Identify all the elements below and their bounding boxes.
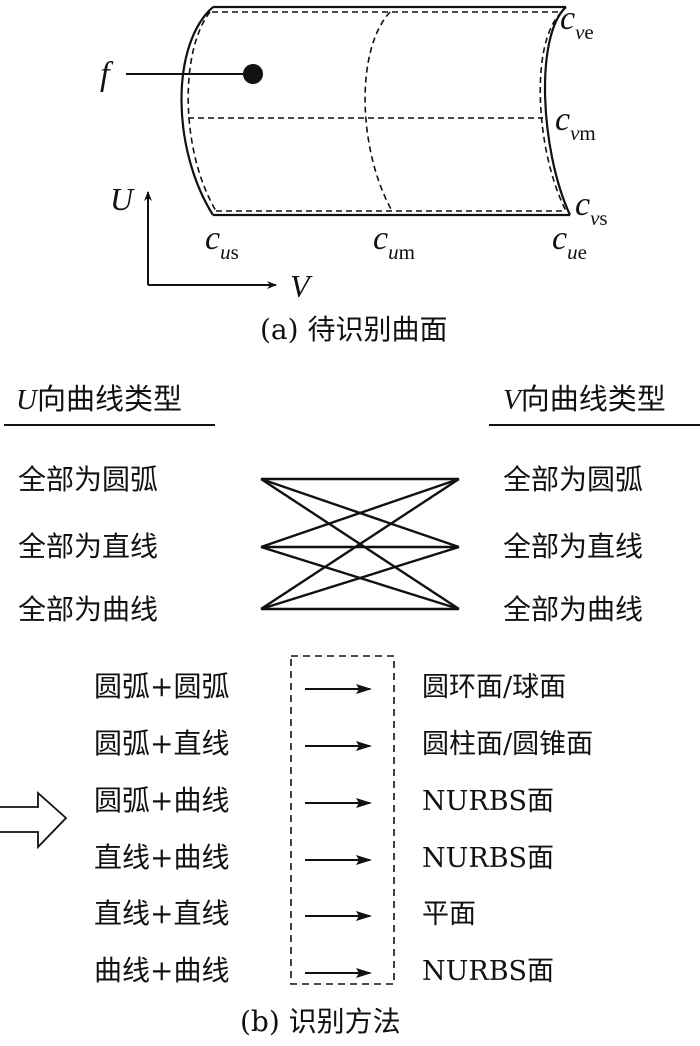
right-header: V向曲线类型 <box>503 382 666 416</box>
combination-result: NURBS面 <box>422 956 555 987</box>
right-arrow-icon <box>356 911 372 921</box>
caption-b: (b) 识别方法 <box>240 1005 401 1038</box>
curve-cus <box>187 11 217 212</box>
left-header-underline <box>4 424 215 426</box>
type-pair-edge <box>260 545 460 611</box>
type-pair-edge <box>260 477 460 549</box>
right-arrow-icon <box>356 684 372 694</box>
right-type-arc: 全部为圆弧 <box>503 463 644 496</box>
right-type-line: 全部为直线 <box>503 530 644 563</box>
combination-pair: 圆弧+直线 <box>94 727 230 760</box>
caption-a: (a) 待识别曲面 <box>260 313 448 346</box>
combination-result: 圆柱面/圆锥面 <box>422 729 594 760</box>
combination-result: NURBS面 <box>422 843 555 874</box>
combination-pair: 直线+直线 <box>94 897 230 930</box>
right-arrow-icon <box>356 798 372 808</box>
combination-result: NURBS面 <box>422 786 555 817</box>
right-header-underline <box>489 424 700 426</box>
bipartite-graph <box>260 477 460 611</box>
curve-cum <box>364 11 393 212</box>
combination-pair: 圆弧+曲线 <box>94 784 230 817</box>
label-cvm: cvm <box>555 101 596 145</box>
combination-pair: 圆弧+圆弧 <box>94 670 230 703</box>
curve-cue <box>539 11 567 212</box>
right-type-curve: 全部为曲线 <box>503 593 644 626</box>
combination-result: 圆环面/球面 <box>422 672 567 703</box>
combination-result: 平面 <box>422 899 476 930</box>
mapping-box <box>290 655 395 985</box>
surface-patch <box>180 5 571 217</box>
combination-pair: 直线+曲线 <box>94 841 230 874</box>
label-cue: cue <box>552 220 587 264</box>
left-type-line: 全部为直线 <box>18 530 159 563</box>
left-type-curve: 全部为曲线 <box>18 593 159 626</box>
right-arrow-icon <box>356 968 372 978</box>
combination-pair: 曲线+曲线 <box>94 954 230 987</box>
axis-label-u: U <box>110 181 134 217</box>
left-header: U向曲线类型 <box>16 382 182 416</box>
type-pair-edge <box>260 477 460 611</box>
right-arrow-icon <box>356 855 372 865</box>
left-edge <box>180 6 214 216</box>
hollow-arrow-icon <box>0 790 68 850</box>
row-arrows <box>305 684 372 978</box>
right-arrow-icon <box>356 741 372 751</box>
point-label-f: f <box>100 56 110 93</box>
axis-label-v: V <box>290 268 310 304</box>
label-cve: cve <box>560 0 594 44</box>
right-edge <box>543 6 571 216</box>
label-cvs: cvs <box>575 186 608 230</box>
point-marker <box>243 64 263 84</box>
label-cum: cum <box>373 220 415 264</box>
label-cus: cus <box>205 220 239 264</box>
left-type-arc: 全部为圆弧 <box>18 463 159 496</box>
